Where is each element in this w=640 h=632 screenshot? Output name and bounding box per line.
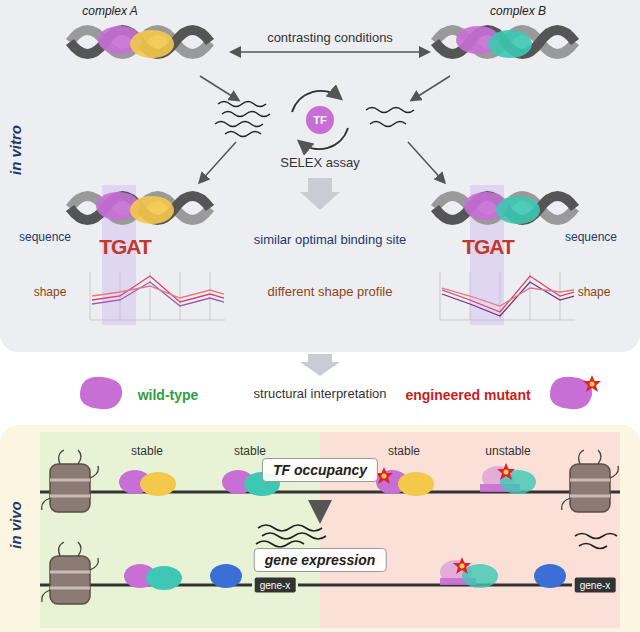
region-title: in vivo [7,501,24,549]
node-text: TF occupancy [273,462,367,478]
node-text: gene-x [580,580,611,591]
node-text: gene-x [260,580,291,591]
annotation-label: engineered mutant [405,387,530,403]
region-title: in vitro [7,125,24,175]
annotation-label: different shape profile [268,285,393,300]
annotation-label: wild-type [138,387,199,403]
annotation-label: similar optimal binding site [254,233,406,248]
annotation-label: unstable [485,445,530,459]
annotation-label: sequence [565,231,617,245]
annotation-label: complex B [490,5,546,19]
annotation-label: complex A [82,5,138,19]
tf-circle: TF [306,106,334,134]
annotation-label: contrasting conditions [267,31,393,46]
annotation-label: structural interpretation [254,387,387,402]
node-text: TF [313,114,326,126]
annotation-label: TGAT [99,235,151,259]
annotation-label: shape [578,286,611,300]
annotation-label: SELEX assay [280,156,360,171]
annotation-label: sequence [19,231,71,245]
gene-box: gene-x [575,578,616,593]
annotation-label: shape [34,286,67,300]
annotation-label: stable [234,445,266,459]
annotation-label: stable [388,445,420,459]
node-text: gene expression [265,552,376,568]
gene-box: gene-x [255,578,296,593]
label-box: gene expression [254,548,387,572]
annotation-label: TGAT [462,235,514,259]
label-box: TF occupancy [262,458,378,482]
annotation-label: stable [131,445,163,459]
